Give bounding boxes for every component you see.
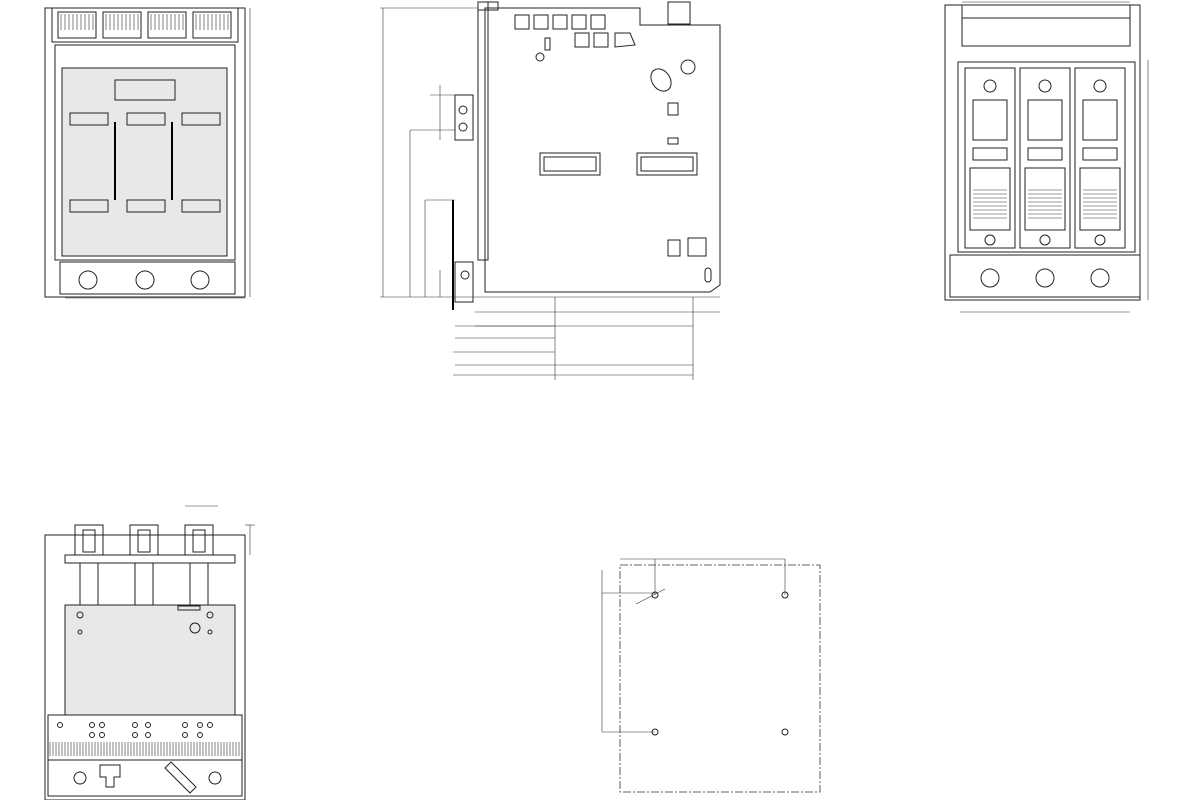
pole-contact xyxy=(1027,147,1063,161)
pole-contact xyxy=(1027,99,1063,141)
mounting-hole-template xyxy=(601,558,821,793)
panel-hole xyxy=(182,722,188,728)
indicator-window xyxy=(533,14,549,30)
indicator-window xyxy=(574,32,590,48)
panel-hole xyxy=(145,722,151,728)
terminal-block xyxy=(102,11,142,39)
panel-hole xyxy=(197,732,203,738)
arc-chute xyxy=(1024,167,1066,231)
indicator-window xyxy=(590,14,606,30)
bottom-hole xyxy=(1035,268,1055,288)
panel-hole xyxy=(99,732,105,738)
indicator-window xyxy=(552,14,568,30)
label-plate xyxy=(69,112,109,126)
top-terminal-bolt xyxy=(192,529,206,553)
arc-chute xyxy=(1079,167,1121,231)
front-view xyxy=(44,7,251,299)
panel-hole xyxy=(182,732,188,738)
pole-contact xyxy=(972,99,1008,141)
label-plate xyxy=(126,112,166,126)
label-plate xyxy=(126,199,166,213)
pole-contact xyxy=(1082,99,1118,141)
panel-hole xyxy=(197,722,203,728)
pole-contact xyxy=(972,147,1008,161)
pole-bolt xyxy=(1039,234,1051,246)
pole xyxy=(1019,67,1071,249)
terminal-bar xyxy=(189,562,209,606)
panel-hole xyxy=(207,722,213,728)
top-terminal-bolt xyxy=(82,529,96,553)
pole-bolt xyxy=(984,234,996,246)
bottom-hole xyxy=(980,268,1000,288)
rear-view xyxy=(944,1,1149,313)
label-plate xyxy=(69,199,109,213)
top-terminal xyxy=(74,524,104,556)
label-plate xyxy=(181,199,221,213)
pole-bolt xyxy=(983,79,997,93)
pole xyxy=(1074,67,1126,249)
panel-hole xyxy=(99,722,105,728)
terminal-bar xyxy=(134,562,154,606)
indicator-window xyxy=(571,14,587,30)
terminal-bar xyxy=(79,562,99,606)
pole-bolt xyxy=(1094,234,1106,246)
mounting-hole xyxy=(781,728,789,736)
panel-hole xyxy=(57,722,63,728)
panel-hole xyxy=(89,722,95,728)
side-view xyxy=(380,1,721,380)
panel-hole xyxy=(132,732,138,738)
bottom-hole xyxy=(1090,268,1110,288)
label-plate xyxy=(181,112,221,126)
terminal-block xyxy=(57,11,97,39)
pole-bolt xyxy=(1038,79,1052,93)
top-terminal-bolt xyxy=(137,529,151,553)
arc-chute xyxy=(969,167,1011,231)
terminal-block xyxy=(147,11,187,39)
pole-contact xyxy=(1082,147,1118,161)
top-terminal xyxy=(129,524,159,556)
panel-hole xyxy=(145,732,151,738)
pole-bolt xyxy=(1093,79,1107,93)
panel-hole xyxy=(89,732,95,738)
panel-hole xyxy=(132,722,138,728)
terminal-block xyxy=(192,11,232,39)
indicator-window xyxy=(593,32,609,48)
indicator-window xyxy=(514,14,530,30)
top-view xyxy=(44,505,255,800)
pole xyxy=(964,67,1016,249)
top-terminal xyxy=(184,524,214,556)
